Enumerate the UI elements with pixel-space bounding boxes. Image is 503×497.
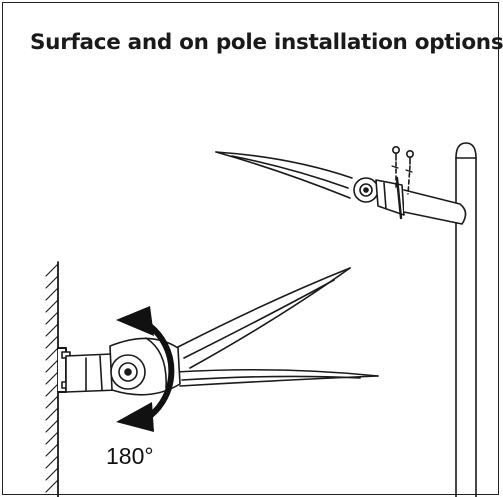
pole-luminaire	[215, 151, 467, 225]
pole	[455, 142, 477, 497]
wall-luminaire-lower-blade	[175, 368, 379, 387]
wall	[45, 261, 59, 497]
wall-luminaire-upper-blade	[175, 267, 351, 369]
diagram-title: Surface and on pole installation options…	[30, 30, 503, 55]
wall-luminaire-arm	[57, 337, 181, 396]
rotation-arrow	[116, 306, 175, 432]
rotation-angle-label: 180°	[106, 443, 154, 469]
pole-bolts	[391, 146, 414, 195]
